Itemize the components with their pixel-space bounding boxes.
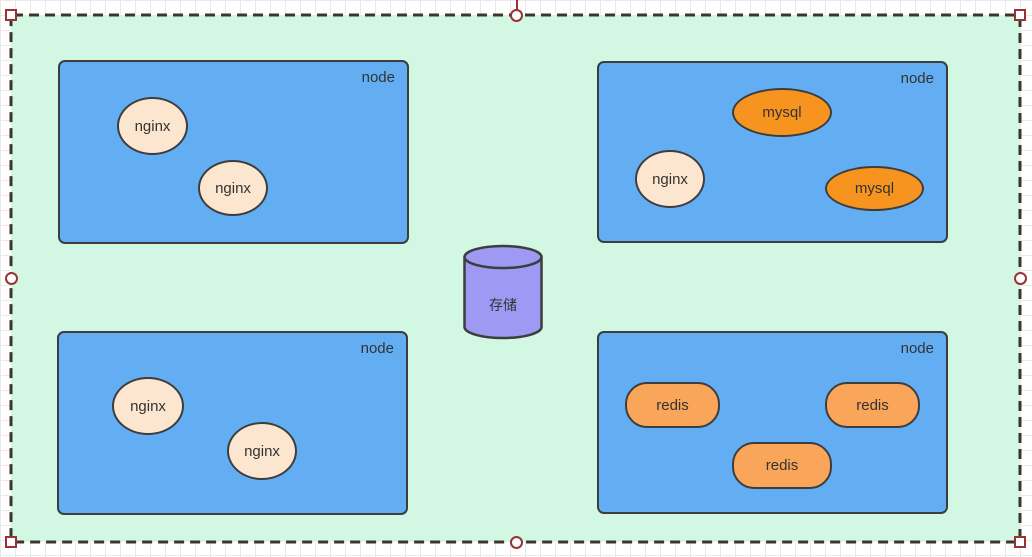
selection-handle-nw[interactable]: [5, 9, 17, 21]
cylinder-top: [463, 244, 543, 270]
pod-mysql[interactable]: mysql: [825, 166, 924, 211]
pod-nginx[interactable]: nginx: [117, 97, 188, 155]
pod-label: nginx: [134, 117, 171, 135]
selection-handle-w[interactable]: [5, 272, 18, 285]
pod-label: mysql: [762, 104, 802, 121]
pod-redis[interactable]: redis: [825, 382, 920, 428]
node-bottom-left[interactable]: node: [57, 331, 408, 515]
pod-nginx[interactable]: nginx: [112, 377, 184, 435]
pod-redis[interactable]: redis: [625, 382, 720, 428]
pod-label: nginx: [215, 179, 251, 197]
rotation-handle-stem: [516, 0, 518, 10]
pod-nginx[interactable]: nginx: [227, 422, 297, 480]
selection-handle-n[interactable]: [510, 9, 523, 22]
pod-label: nginx: [130, 397, 166, 415]
cylinder-body: [463, 255, 543, 340]
node-label: node: [361, 69, 395, 86]
storage-label: 存储: [489, 297, 517, 313]
pod-label: redis: [765, 457, 799, 474]
storage-cylinder[interactable]: [462, 244, 544, 340]
selection-handle-sw[interactable]: [5, 536, 17, 548]
selection-handle-s[interactable]: [510, 536, 523, 549]
pod-mysql[interactable]: mysql: [732, 88, 832, 137]
node-label: node: [900, 340, 934, 357]
node-label: node: [360, 340, 394, 357]
pod-nginx[interactable]: nginx: [198, 160, 268, 216]
node-top-left[interactable]: node: [58, 60, 409, 244]
pod-label: redis: [656, 396, 689, 414]
node-label: node: [900, 70, 934, 87]
selection-handle-se[interactable]: [1014, 536, 1026, 548]
pod-label: nginx: [652, 170, 688, 188]
pod-nginx[interactable]: nginx: [635, 150, 705, 208]
pod-label: redis: [856, 396, 889, 414]
pod-label: mysql: [854, 180, 895, 197]
selection-handle-e[interactable]: [1014, 272, 1027, 285]
pod-redis[interactable]: redis: [732, 442, 832, 489]
pod-label: nginx: [244, 442, 280, 460]
selection-handle-ne[interactable]: [1014, 9, 1026, 21]
